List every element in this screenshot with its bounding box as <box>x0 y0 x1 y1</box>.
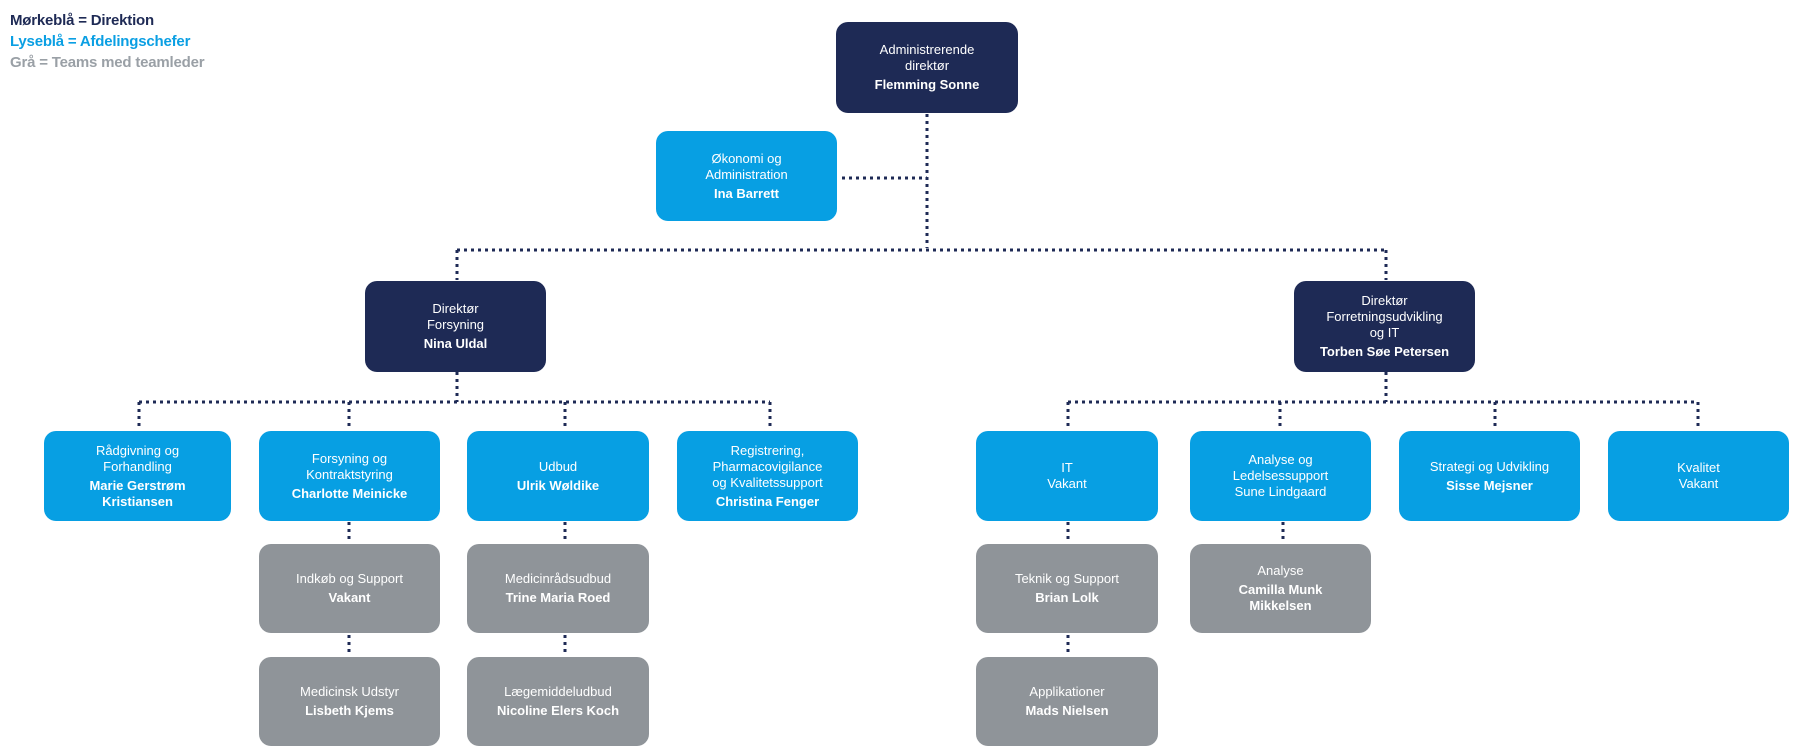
box-teknik: Teknik og Support Brian Lolk <box>976 544 1158 633</box>
box-applikationer: Applikationer Mads Nielsen <box>976 657 1158 746</box>
box-person: Nina Uldal <box>423 336 488 351</box>
box-indkob: Indkøb og Support Vakant <box>259 544 440 633</box>
legend-light: Lyseblå = Afdelingschefer <box>10 33 191 50</box>
box-person: Lisbeth Kjems <box>305 703 394 718</box>
legend-dark: Mørkeblå = Direktion <box>10 12 154 29</box>
box-medicinraad: Medicinrådsudbud Trine Maria Roed <box>467 544 649 633</box>
box-dir-forretning: Direktør Forretningsudvikling og IT Torb… <box>1294 281 1475 372</box>
box-title: Medicinsk Udstyr <box>300 684 399 699</box>
box-title: Direktør Forretningsudvikling og IT <box>1326 293 1443 340</box>
box-person: Vakant <box>328 590 371 605</box>
box-title: Indkøb og Support <box>296 571 403 586</box>
box-okonomi: Økonomi og Administration Ina Barrett <box>656 131 837 221</box>
box-title: Kvalitet Vakant <box>1677 460 1720 491</box>
box-title: Applikationer <box>1029 684 1105 699</box>
box-person: Flemming Sonne <box>874 77 980 92</box>
box-title: Udbud <box>538 458 578 474</box>
box-title: Analyse <box>1257 563 1304 578</box>
box-person: Torben Søe Petersen <box>1319 344 1450 359</box>
box-person: Ina Barrett <box>713 185 780 201</box>
box-analyse-ledelse: Analyse og Ledelsessupport Sune Lindgaar… <box>1190 431 1371 521</box>
box-person: Mads Nielsen <box>1025 703 1109 718</box>
box-person: Christina Fenger <box>715 493 820 509</box>
box-person: Nicoline Elers Koch <box>496 703 620 718</box>
box-title: Forsyning og Kontraktstyring <box>306 450 393 482</box>
box-person: Sisse Mejsner <box>1446 477 1533 493</box>
box-person: Marie Gerstrøm Kristiansen <box>89 477 186 509</box>
box-person: Ulrik Wøldike <box>516 477 600 493</box>
box-title: IT Vakant <box>1047 460 1087 491</box>
box-title: Registrering, Pharmacovigilance og Kvali… <box>712 442 823 490</box>
box-title: Lægemiddeludbud <box>504 684 612 699</box>
box-laegemiddel: Lægemiddeludbud Nicoline Elers Koch <box>467 657 649 746</box>
box-kvalitet: Kvalitet Vakant <box>1608 431 1789 521</box>
box-title: Økonomi og Administration <box>705 150 788 182</box>
box-title: Medicinrådsudbud <box>504 571 612 586</box>
box-person: Trine Maria Roed <box>505 590 611 605</box>
legend-grey: Grå = Teams med teamleder <box>10 54 205 71</box>
legend: Mørkeblå = Direktion Lyseblå = Afdelings… <box>10 10 205 73</box>
box-dir-forsyning: Direktør Forsyning Nina Uldal <box>365 281 546 372</box>
box-it: IT Vakant <box>976 431 1158 521</box>
box-title: Teknik og Support <box>1014 571 1120 586</box>
box-title: Analyse og Ledelsessupport Sune Lindgaar… <box>1232 452 1329 499</box>
box-person: Camilla Munk Mikkelsen <box>1238 582 1323 613</box>
box-person: Charlotte Meinicke <box>291 485 408 501</box>
box-title: Administrerende direktør <box>879 42 975 73</box>
box-ceo: Administrerende direktør Flemming Sonne <box>836 22 1018 113</box>
box-udbud: Udbud Ulrik Wøldike <box>467 431 649 521</box>
box-person: Brian Lolk <box>1035 590 1099 605</box>
box-forsyning-kontrakt: Forsyning og Kontraktstyring Charlotte M… <box>259 431 440 521</box>
box-raadgivning: Rådgivning og Forhandling Marie Gerstrøm… <box>44 431 231 521</box>
box-medicinsk: Medicinsk Udstyr Lisbeth Kjems <box>259 657 440 746</box>
box-title: Rådgivning og Forhandling <box>95 442 180 474</box>
box-title: Direktør Forsyning <box>426 301 485 332</box>
box-analyse: Analyse Camilla Munk Mikkelsen <box>1190 544 1371 633</box>
box-title: Strategi og Udvikling <box>1429 458 1550 474</box>
box-registrering: Registrering, Pharmacovigilance og Kvali… <box>677 431 858 521</box>
box-strategi: Strategi og Udvikling Sisse Mejsner <box>1399 431 1580 521</box>
